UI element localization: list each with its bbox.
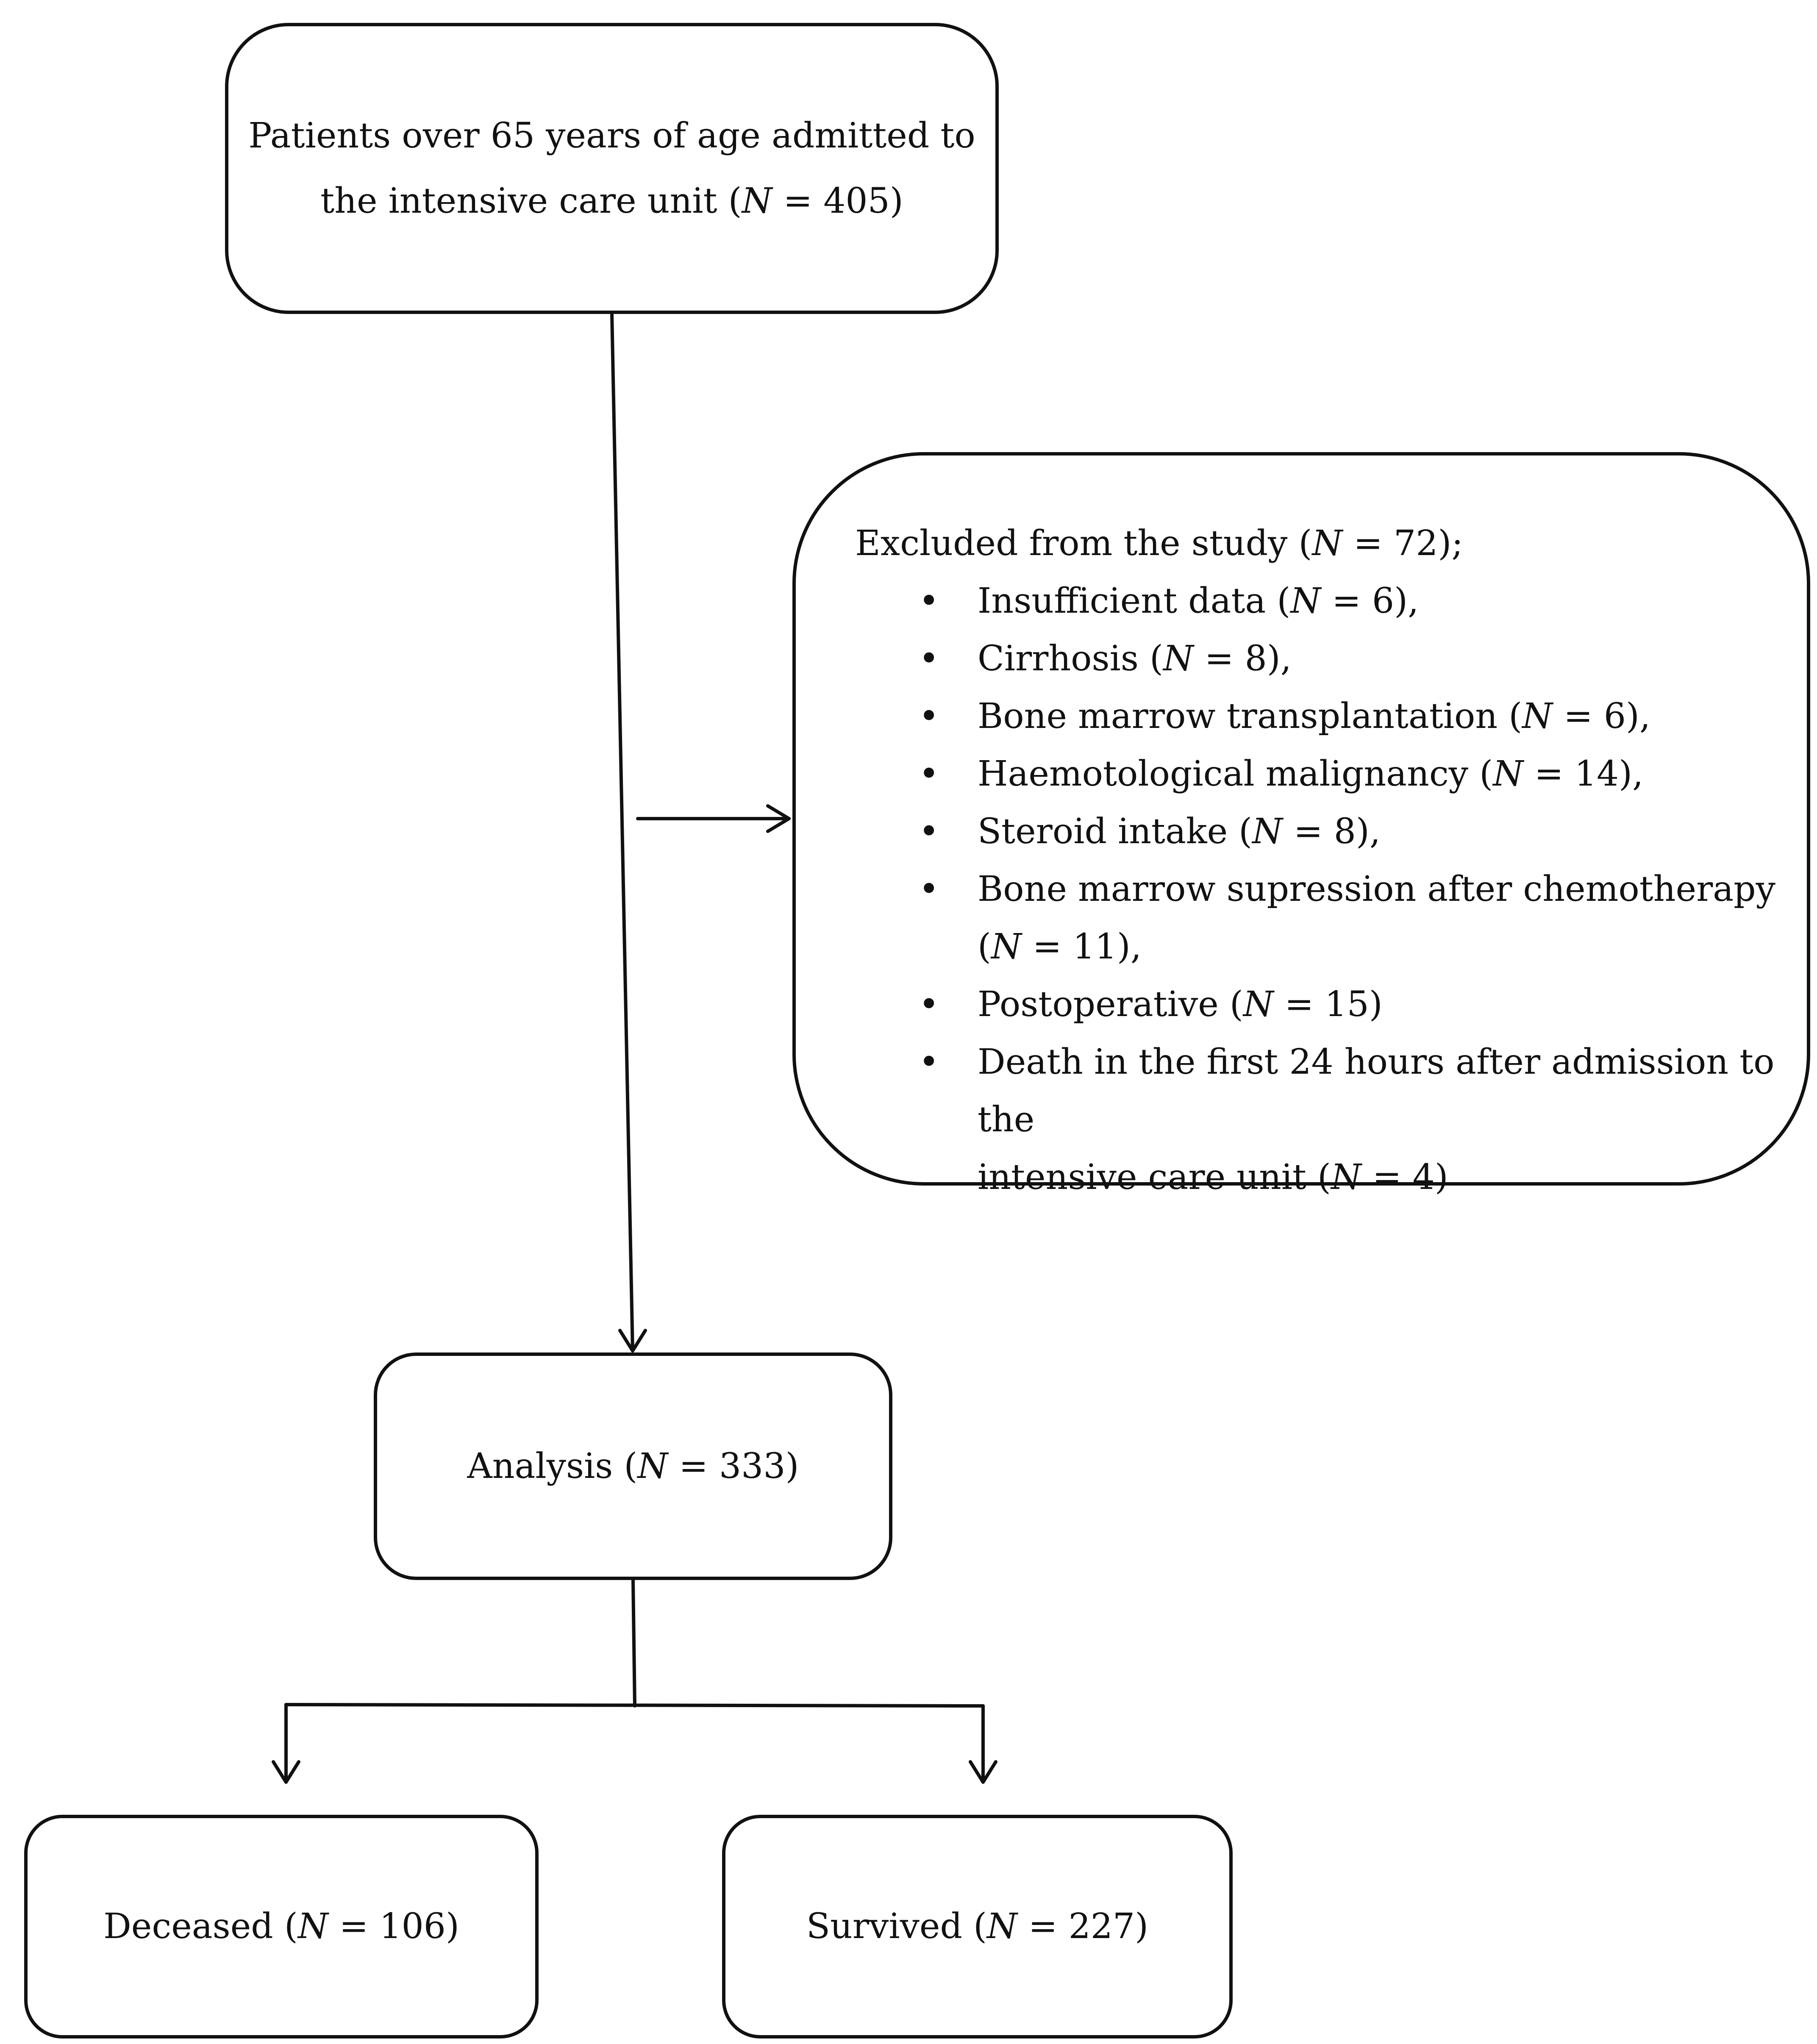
exclusion-reason: Bone marrow supression after chemotherap…: [978, 869, 1775, 909]
bullet-icon: •: [919, 869, 939, 909]
n-symbol: N: [1243, 984, 1274, 1025]
exclusion-reason: Bone marrow transplantation (: [978, 696, 1523, 736]
bullet-icon: •: [919, 754, 939, 794]
exclusion-reason: Death in the first 24 hours after admiss…: [978, 1042, 1775, 1140]
patients-line-2: the intensive care unit (N = 405): [228, 169, 995, 234]
exclusion-count: = 14),: [1523, 754, 1644, 794]
n-symbol: N: [1522, 696, 1553, 736]
exclusion-reason: Steroid intake (: [978, 811, 1253, 852]
exclusion-item: • Steroid intake (N = 8),: [855, 803, 1787, 861]
connector-patients-to-analysis: [610, 312, 634, 1352]
exclusion-count: = 4): [1361, 1157, 1448, 1197]
analysis-count: = 333): [668, 1446, 799, 1486]
n-symbol: N: [1163, 639, 1194, 679]
exclusion-item: • Insufficient data (N = 6),: [855, 572, 1787, 630]
bullet-icon: •: [919, 984, 939, 1025]
bullet-icon: •: [919, 811, 939, 852]
deceased-label: Deceased (N = 106): [103, 1894, 459, 1959]
survived-box: Survived (N = 227): [722, 1815, 1233, 2038]
exclusion-reason: Haemotological malignancy (: [978, 754, 1493, 794]
arrowhead-deceased: [272, 1760, 300, 1784]
exclusion-count: = 11),: [1021, 927, 1142, 967]
n-symbol: N: [1290, 581, 1321, 621]
exclusion-list: • Insufficient data (N = 6), • Cirrhosis…: [855, 572, 1787, 1206]
bullet-icon: •: [919, 1042, 939, 1082]
deceased-box: Deceased (N = 106): [24, 1815, 539, 2038]
bullet-icon: •: [919, 581, 939, 621]
arrowhead-survived: [969, 1760, 997, 1784]
n-symbol: N: [742, 181, 772, 221]
analysis-label: Analysis (N = 333): [467, 1434, 799, 1499]
exclusion-count: = 6),: [1553, 696, 1651, 736]
connector-branch-horizontal: [284, 1703, 985, 1708]
n-symbol: N: [1493, 754, 1523, 794]
exclusion-count: = 8),: [1282, 811, 1381, 852]
exclusion-count: = 6),: [1321, 581, 1419, 621]
exclusion-reason-cont: intensive care unit (: [978, 1157, 1331, 1197]
connector-analysis-down: [631, 1578, 636, 1708]
exclusion-item: • Postoperative (N = 15): [855, 976, 1787, 1033]
excluded-heading-count: = 72);: [1342, 523, 1464, 564]
n-symbol: N: [1312, 523, 1343, 564]
n-symbol: N: [297, 1906, 328, 1947]
patients-count: = 405): [772, 181, 903, 221]
exclusion-count: = 15): [1273, 984, 1383, 1025]
deceased-count: = 106): [328, 1906, 459, 1947]
survived-label: Survived (N = 227): [806, 1894, 1148, 1959]
n-symbol: N: [987, 1906, 1017, 1947]
exclusion-item: • Cirrhosis (N = 8),: [855, 630, 1787, 688]
excluded-heading: Excluded from the study (N = 72);: [855, 515, 1463, 572]
excluded-heading-prefix: Excluded from the study (: [855, 523, 1312, 564]
n-symbol: N: [637, 1446, 668, 1486]
exclusion-reason: Postoperative (: [978, 984, 1243, 1025]
analysis-box: Analysis (N = 333): [374, 1352, 892, 1580]
bullet-icon: •: [919, 639, 939, 679]
n-symbol: N: [1252, 811, 1283, 852]
arrowhead-analysis: [618, 1329, 647, 1352]
n-symbol: N: [1331, 1157, 1361, 1197]
exclusion-item: • Haemotological malignancy (N = 14),: [855, 745, 1787, 803]
deceased-prefix: Deceased (: [103, 1906, 298, 1947]
exclusion-reason: Insufficient data (: [978, 581, 1291, 621]
exclusion-item: • Bone marrow transplantation (N = 6),: [855, 688, 1787, 745]
arrowhead-excluded: [766, 804, 791, 833]
exclusion-item: • Bone marrow supression after chemother…: [855, 861, 1787, 976]
bullet-icon: •: [919, 696, 939, 736]
excluded-box: Excluded from the study (N = 72); • Insu…: [792, 452, 1810, 1197]
patients-prefix: the intensive care unit (: [320, 181, 742, 221]
survived-prefix: Survived (: [806, 1906, 987, 1947]
patients-line-1: Patients over 65 years of age admitted t…: [248, 115, 975, 156]
n-symbol: N: [991, 927, 1022, 967]
exclusion-reason: Cirrhosis (: [978, 639, 1163, 679]
exclusion-reason-cont: (: [978, 927, 991, 967]
exclusion-count: = 8),: [1193, 639, 1292, 679]
analysis-prefix: Analysis (: [467, 1446, 638, 1486]
exclusion-item: • Death in the first 24 hours after admi…: [855, 1033, 1787, 1206]
patients-box: Patients over 65 years of age admitted t…: [225, 23, 999, 314]
survived-count: = 227): [1017, 1906, 1149, 1947]
